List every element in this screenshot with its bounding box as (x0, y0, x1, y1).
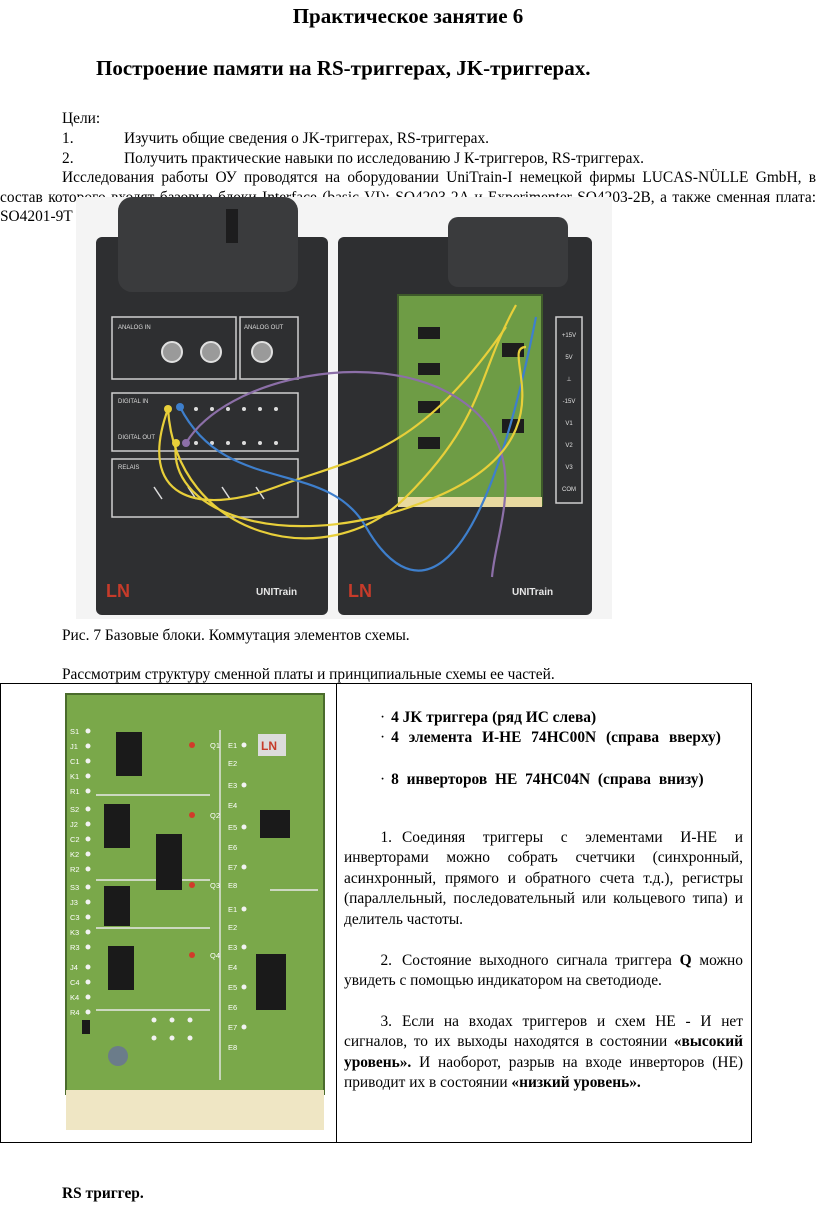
pin-label: E3 (228, 781, 237, 790)
pin-label: S1 (70, 727, 79, 736)
numbered-item: 1.Соединяя триггеры с элементами И-НЕ и … (344, 828, 743, 930)
numbered-item: 2. Состояние выходного сигнала триггера Q… (344, 951, 743, 992)
bullet-text: 4 элемента И-НЕ 74HC00N (справа вверху) (391, 729, 721, 746)
item-bold: Q (679, 952, 692, 969)
rail-label: V1 (565, 421, 573, 427)
analog-out-label: ANALOG OUT (244, 325, 284, 331)
output-label: Q2 (210, 811, 220, 820)
goals-label: Цели: (62, 110, 101, 127)
pin-label: R2 (70, 865, 80, 874)
pin-label: J3 (70, 898, 78, 907)
goal-number: 1. (62, 130, 74, 147)
section-heading: RS триггер. (62, 1185, 144, 1202)
pin-label: R1 (70, 787, 80, 796)
item-bold: «высокий уровень». (344, 1033, 743, 1071)
bullet-item: · 4 элемента И-НЕ 74HC00N (справа вверху) (344, 728, 743, 748)
unitrain-logo: UNITrain (512, 587, 553, 598)
pin-label: C1 (70, 757, 80, 766)
rail-label: -15V (563, 399, 576, 405)
output-label: Q3 (210, 881, 220, 890)
item-text: можно увидеть с помощью индикатором на с… (344, 952, 743, 990)
rail-label: 5V (565, 355, 572, 361)
item-number: 1. (380, 829, 392, 846)
pin-label: E5 (228, 823, 237, 832)
pin-label: E8 (228, 1043, 237, 1052)
rail-label: V3 (565, 465, 573, 471)
ln-logo: LN (348, 581, 372, 601)
output-label: Q4 (210, 951, 220, 960)
bullet-dot: · (380, 729, 386, 746)
pin-label: E5 (228, 983, 237, 992)
item-text: И наоборот, разрыв на входе инверторов (… (344, 1053, 743, 1092)
board-table (0, 683, 752, 1143)
pin-label: J1 (70, 742, 78, 751)
pin-label: E6 (228, 1003, 237, 1012)
rail-label: V2 (565, 443, 573, 449)
item-number: 3. (380, 1013, 392, 1030)
pin-label: R3 (70, 943, 80, 952)
pin-label: E7 (228, 863, 237, 872)
unitrain-logo: UNITrain (256, 587, 297, 598)
pin-label: J2 (70, 820, 78, 829)
pin-label: C3 (70, 913, 80, 922)
bullet-item: · 8 инверторов НЕ 74HC04N (справа внизу) (344, 770, 743, 790)
pin-label: J4 (70, 963, 78, 972)
digital-in-label: DIGITAL IN (118, 399, 148, 405)
pin-label: K2 (70, 850, 79, 859)
pin-label: E8 (228, 881, 237, 890)
goal-number: 2. (62, 150, 74, 167)
table-divider (336, 683, 337, 1143)
pin-label: S2 (70, 805, 79, 814)
rail-label: ⊥ (566, 376, 571, 383)
item-text: Состояние выходного сигнала триггера (402, 952, 680, 969)
pin-label: K1 (70, 772, 79, 781)
relays-label: RELAIS (118, 465, 139, 471)
item-bold: «низкий уровень». (511, 1074, 641, 1092)
pin-label: E2 (228, 759, 237, 768)
item-text: Соединяя триггеры с элементами И-НЕ и ин… (344, 829, 743, 928)
bullet-dot: · (380, 771, 386, 788)
goal-text: Изучить общие сведения о JK-триггерах, R… (124, 130, 490, 147)
item-number: 2. (380, 952, 392, 969)
item-text: Если на входах триггеров и схем НЕ - И н… (344, 1013, 743, 1051)
bullet-text: 8 инверторов НЕ 74HC04N (справа внизу) (391, 771, 704, 788)
analog-in-label: ANALOG IN (118, 325, 151, 331)
digital-out-label: DIGITAL OUT (118, 435, 155, 441)
pin-label: E1 (228, 905, 237, 914)
numbered-item: 3.Если на входах триггеров и схем НЕ - И… (344, 1012, 743, 1094)
pin-label: K3 (70, 928, 79, 937)
pin-label: C2 (70, 835, 80, 844)
rail-label: COM (562, 487, 576, 493)
ln-logo: LN (261, 739, 277, 753)
pin-label: E7 (228, 1023, 237, 1032)
pin-label: E3 (228, 943, 237, 952)
bullet-item: · 4 JK триггера (ряд ИС слева) (344, 708, 743, 728)
pin-label: C4 (70, 978, 80, 987)
goal-text: Получить практические навыки по исследов… (124, 150, 644, 167)
rail-label: +15V (562, 333, 576, 339)
pin-label: K4 (70, 993, 79, 1002)
pin-label: R4 (70, 1008, 80, 1017)
page-subtitle: Построение памяти на RS-триггерах, JK-тр… (96, 56, 591, 80)
pin-label: S3 (70, 883, 79, 892)
ln-logo: LN (106, 581, 130, 601)
pin-label: E1 (228, 741, 237, 750)
bullet-text: 4 JK триггера (ряд ИС слева) (391, 709, 597, 726)
pin-label: E2 (228, 923, 237, 932)
page-title: Практическое занятие 6 (292, 4, 524, 28)
output-label: Q1 (210, 741, 220, 750)
pin-label: E4 (228, 963, 237, 972)
bullet-dot: · (380, 709, 386, 726)
replaceable-board-photo: LN S1 J1 C1 K1 R1 S2 J2 C2 K2 R2 S3 J3 C… (60, 690, 330, 1134)
pin-label: E4 (228, 801, 237, 810)
figure-caption: Рис. 7 Базовые блоки. Коммутация элемент… (62, 627, 410, 644)
base-blocks-photo: ANALOG IN ANALOG OUT DIGITAL IN DIGITAL … (76, 197, 612, 619)
lead-paragraph: Рассмотрим структуру сменной платы и при… (62, 666, 555, 683)
pin-label: E6 (228, 843, 237, 852)
